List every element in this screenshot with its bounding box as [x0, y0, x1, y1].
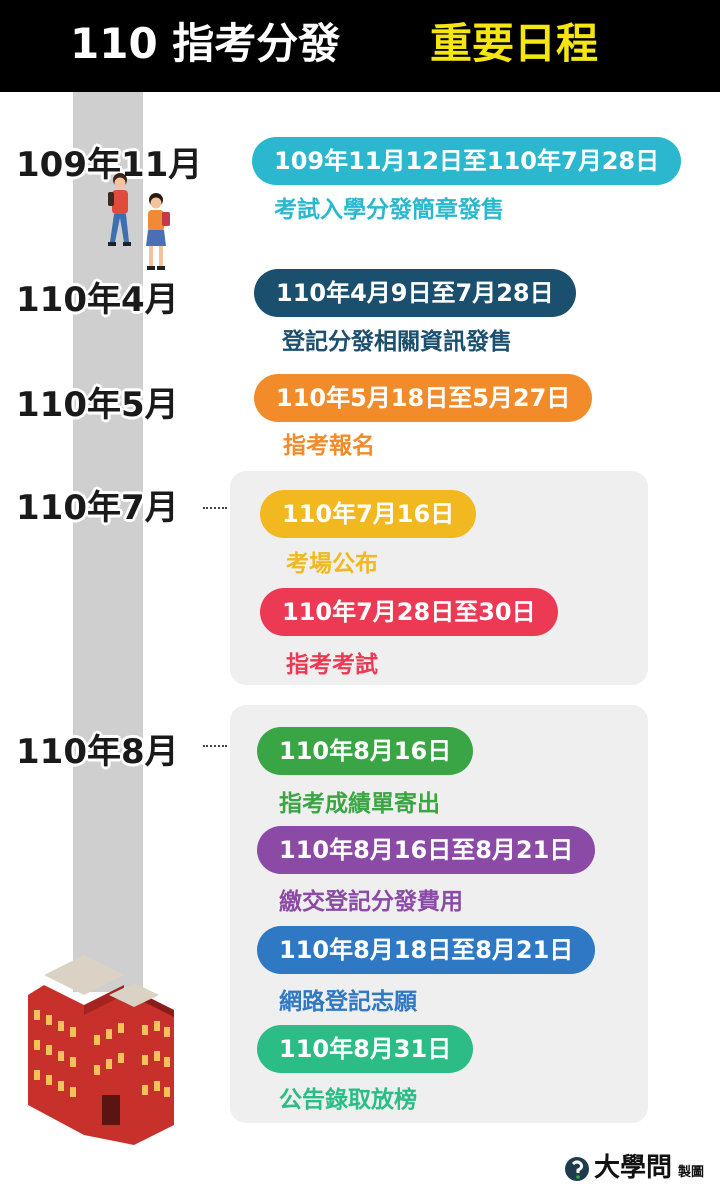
month-label: 110年7月	[16, 488, 179, 528]
month-label: 110年5月	[16, 385, 179, 425]
brand-logo-icon	[564, 1157, 589, 1181]
event-date-pill: 110年8月16日	[257, 727, 474, 775]
students-illustration	[108, 173, 170, 270]
event-description: 繳交登記分發費用	[279, 889, 463, 915]
event-date-pill: 110年7月16日	[260, 490, 477, 538]
event-date-pill: 110年7月28日至30日	[260, 588, 558, 636]
connector-dots	[203, 745, 227, 747]
event-date-pill: 110年8月31日	[257, 1025, 474, 1073]
connector-dots	[203, 507, 227, 509]
header-highlight: 重要日程	[430, 19, 599, 68]
event-date-pill: 110年5月18日至5月27日	[254, 374, 593, 422]
event-description: 公告錄取放榜	[279, 1087, 417, 1113]
brand-suffix: 製圖	[677, 1165, 704, 1180]
event-description: 指考考試	[286, 652, 378, 678]
event-date-pill: 110年8月16日至8月21日	[257, 826, 596, 874]
event-description: 網路登記志願	[279, 989, 417, 1015]
month-label: 110年8月	[16, 732, 179, 772]
event-description: 登記分發相關資訊發售	[282, 329, 512, 355]
header-title: 110 指考分發	[70, 19, 341, 68]
brand-name: 大學問	[593, 1153, 672, 1183]
event-date-pill: 109年11月12日至110年7月28日	[252, 137, 682, 185]
brand-footer: 大學問 製圖	[564, 1154, 704, 1182]
event-description: 指考報名	[283, 433, 375, 459]
month-label: 109年11月	[16, 145, 203, 185]
header-banner: 110 指考分發 重要日程	[0, 0, 720, 92]
building-illustration	[28, 955, 174, 1145]
event-description: 考場公布	[286, 551, 378, 577]
event-date-pill: 110年4月9日至7月28日	[254, 269, 576, 317]
event-date-pill: 110年8月18日至8月21日	[257, 926, 596, 974]
event-description: 考試入學分發簡章發售	[274, 197, 504, 223]
event-description: 指考成績單寄出	[279, 791, 440, 817]
month-label: 110年4月	[16, 280, 179, 320]
